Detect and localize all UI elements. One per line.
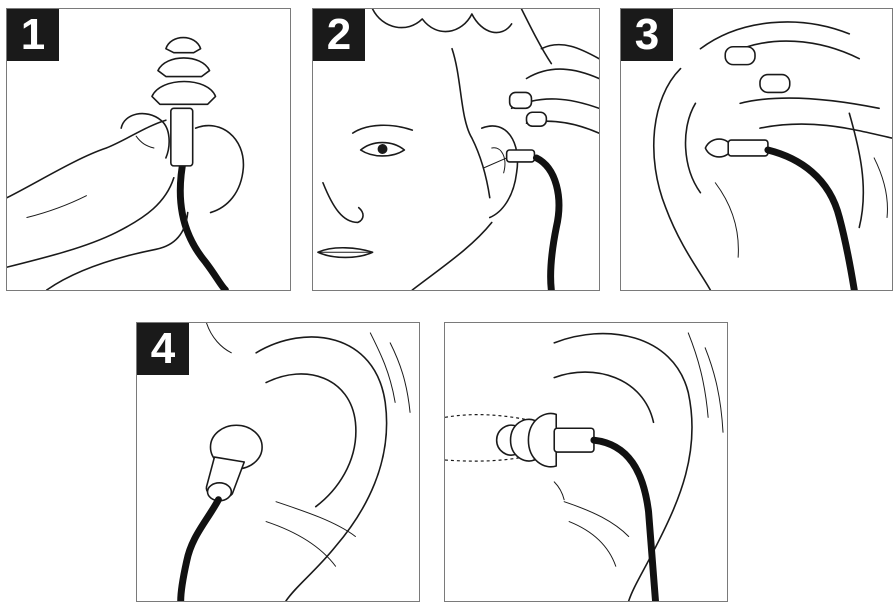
step-4-badge: 4: [137, 323, 189, 375]
step-5-illustration: [445, 323, 727, 601]
step-2-badge: 2: [313, 9, 365, 61]
step-3-badge: 3: [621, 9, 673, 61]
step-1-badge: 1: [7, 9, 59, 61]
step-3-panel: 3: [620, 8, 893, 291]
step-4-panel: 4: [136, 322, 420, 602]
step-1-panel: 1: [6, 8, 291, 291]
step-5-panel: [444, 322, 728, 602]
step-2-panel: 2: [312, 8, 600, 291]
